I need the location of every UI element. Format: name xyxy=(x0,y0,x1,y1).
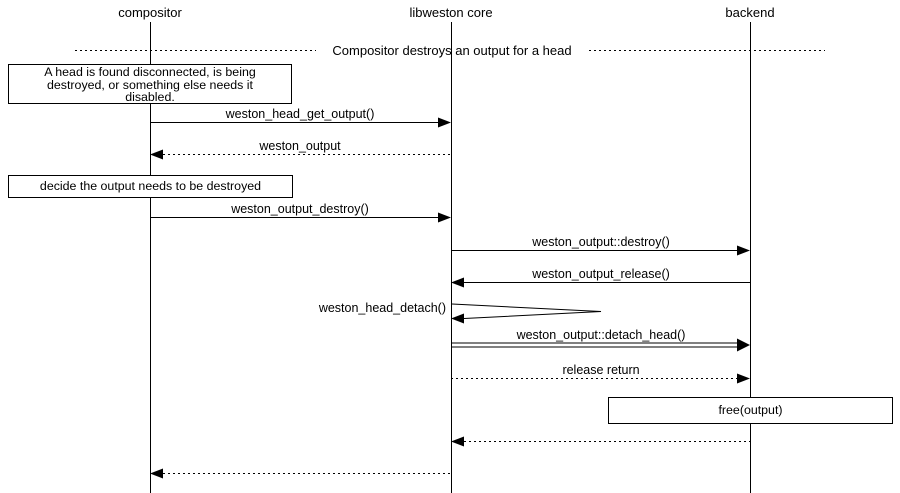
arrow-head xyxy=(438,212,451,223)
message-label-weston-output-return: weston_output xyxy=(259,139,341,153)
message-arrow-weston-output-destroy xyxy=(150,212,451,223)
participant-label-libweston-core: libweston core xyxy=(409,5,493,20)
arrow-head xyxy=(451,277,464,288)
message-arrow-weston-head-get-output xyxy=(150,117,451,128)
note-line: destroyed, or something else needs it xyxy=(47,77,253,92)
message-label-weston-output-destroy-vfunc: weston_output::destroy() xyxy=(532,235,670,249)
arrow-head xyxy=(737,245,750,256)
message-arrow-return-to-libweston xyxy=(451,436,750,447)
message-arrow-return-to-compositor xyxy=(150,468,451,479)
note-box-free-output: free(output) xyxy=(608,397,893,424)
message-arrow-release-return xyxy=(451,373,750,384)
message-label-weston-output-release: weston_output_release() xyxy=(532,267,670,281)
note-line: disabled. xyxy=(125,90,175,105)
message-label-weston-output-detach-head: weston_output::detach_head() xyxy=(516,328,686,342)
arrow-head xyxy=(150,149,163,160)
message-label-release-return: release return xyxy=(562,363,640,377)
message-arrow-weston-output-release xyxy=(451,277,750,288)
arrow-head xyxy=(737,338,750,352)
arrow-head xyxy=(438,117,451,128)
message-arrow-weston-head-detach-self xyxy=(451,303,602,324)
message-arrow-weston-output-return xyxy=(150,149,451,160)
arrow-head xyxy=(451,436,464,447)
note-line: A head is found disconnected, is being xyxy=(44,65,256,79)
note-box-decide-destroy: decide the output needs to be destroyed xyxy=(8,175,293,198)
arrow-head xyxy=(150,468,163,479)
participant-label-compositor: compositor xyxy=(118,5,182,20)
message-label-weston-head-detach: weston_head_detach() xyxy=(318,301,446,315)
message-arrow-weston-output-detach-head xyxy=(451,338,750,352)
message-label-weston-output-destroy: weston_output_destroy() xyxy=(231,202,369,216)
participant-label-backend: backend xyxy=(725,5,775,20)
note-box-head-disconnected: A head is found disconnected, is being d… xyxy=(8,64,292,104)
arrow-head xyxy=(737,373,750,384)
divider-label: Compositor destroys an output for a head xyxy=(332,43,572,58)
message-arrow-weston-output-destroy-vfunc xyxy=(451,245,750,256)
message-label-weston-head-get-output: weston_head_get_output() xyxy=(225,107,375,121)
arrow-head xyxy=(451,313,464,324)
